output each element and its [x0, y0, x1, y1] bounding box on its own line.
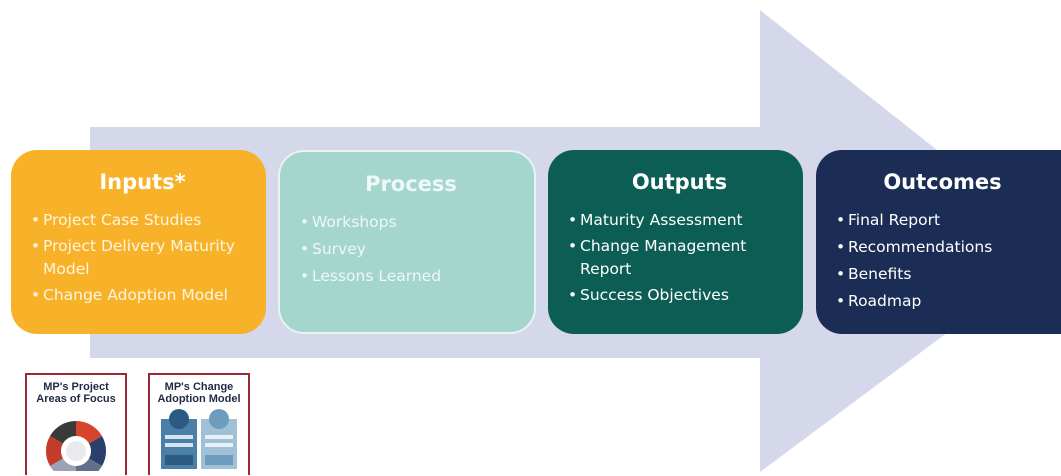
list-item: Project Case Studies [31, 208, 254, 233]
list-item: Roadmap [836, 289, 1049, 314]
inputs-title: Inputs* [99, 170, 186, 194]
process-title: Process [365, 172, 457, 196]
outputs-card: Outputs Maturity Assessment Change Manag… [548, 150, 803, 334]
outputs-list: Maturity Assessment Change Management Re… [568, 208, 791, 308]
inputs-card: Inputs* Project Case Studies Project Del… [11, 150, 266, 334]
list-item: Change Management Report [568, 235, 791, 281]
list-item: Recommendations [836, 235, 1049, 260]
outcomes-card: Outcomes Final Report Recommendations Be… [816, 150, 1061, 334]
list-item: Benefits [836, 262, 1049, 287]
list-item: Workshops [300, 210, 522, 235]
list-item: Final Report [836, 208, 1049, 233]
donut-diagram-icon [45, 421, 107, 476]
change-adoption-thumbnail: MP's Change Adoption Model [148, 373, 250, 475]
outputs-title: Outputs [631, 170, 728, 194]
list-item: Maturity Assessment [568, 208, 791, 233]
list-item: Project Delivery Maturity Model [31, 235, 254, 281]
list-item: Lessons Learned [300, 264, 522, 289]
list-item: Success Objectives [568, 283, 791, 308]
adoption-model-icon [161, 409, 237, 469]
outcomes-title: Outcomes [883, 170, 1002, 194]
process-card: Process Workshops Survey Lessons Learned [278, 150, 536, 334]
outcomes-list: Final Report Recommendations Benefits Ro… [836, 208, 1049, 314]
inputs-list: Project Case Studies Project Delivery Ma… [31, 208, 254, 308]
process-list: Workshops Survey Lessons Learned [300, 210, 522, 289]
list-item: Change Adoption Model [31, 283, 254, 308]
project-areas-thumbnail: MP's Project Areas of Focus [25, 373, 127, 476]
thumbnail-title: MP's Project Areas of Focus [36, 381, 116, 405]
thumbnail-title: MP's Change Adoption Model [157, 381, 241, 405]
list-item: Survey [300, 237, 522, 262]
